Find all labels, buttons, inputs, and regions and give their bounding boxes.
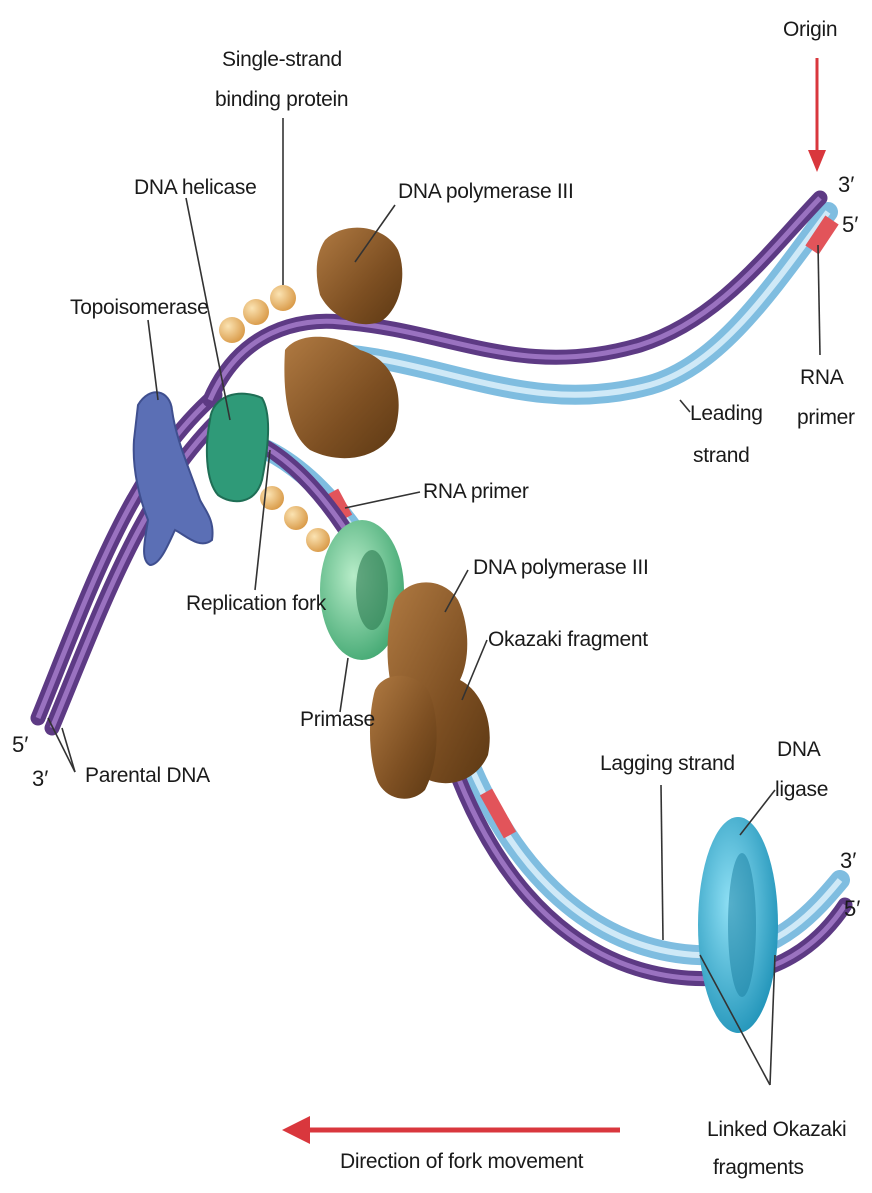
replication-fork-label: Replication fork [186, 592, 326, 616]
pol3-mid-label: DNA polymerase III [473, 556, 649, 580]
parental-dna-label: Parental DNA [85, 764, 210, 788]
end-bottom-left-3: 3′ [32, 766, 48, 792]
rna-primer-right-line1: RNA [800, 366, 843, 390]
linked-okazaki-label-line2: fragments [713, 1156, 804, 1180]
direction-label: Direction of fork movement [340, 1150, 583, 1174]
end-top-right-3: 3′ [838, 172, 854, 198]
pol3-top-label: DNA polymerase III [398, 180, 574, 204]
origin-label: Origin [783, 18, 837, 42]
end-bottom-left-5: 5′ [12, 732, 28, 758]
topoisomerase-label: Topoisomerase [70, 296, 209, 320]
rna-primer-mid-label: RNA primer [423, 480, 529, 504]
origin-arrow [808, 58, 826, 172]
dna-ligase-protein [698, 817, 778, 1033]
direction-arrow [282, 1116, 620, 1144]
leading-strand-label-line2: strand [693, 444, 750, 468]
rna-primer-right-line2: primer [797, 406, 855, 430]
ligase-label-line2: ligase [775, 778, 828, 802]
end-bottom-right-5: 5′ [844, 896, 860, 922]
end-top-right-5: 5′ [842, 212, 858, 238]
lagging-strand-label: Lagging strand [600, 752, 735, 776]
ssb-label-line2: binding protein [215, 88, 348, 112]
helicase-label: DNA helicase [134, 176, 256, 200]
okazaki-label: Okazaki fragment [488, 628, 648, 652]
dna-helicase-protein [207, 394, 268, 502]
dna-polymerase-iii-top [284, 228, 402, 459]
linked-okazaki-label-line1: Linked Okazaki [707, 1118, 846, 1142]
ssb-label-line1: Single-strand [222, 48, 342, 72]
primase-label: Primase [300, 708, 375, 732]
ligase-label-line1: DNA [777, 738, 820, 762]
leading-strand-label-line1: Leading [690, 402, 763, 426]
end-bottom-right-3: 3′ [840, 848, 856, 874]
